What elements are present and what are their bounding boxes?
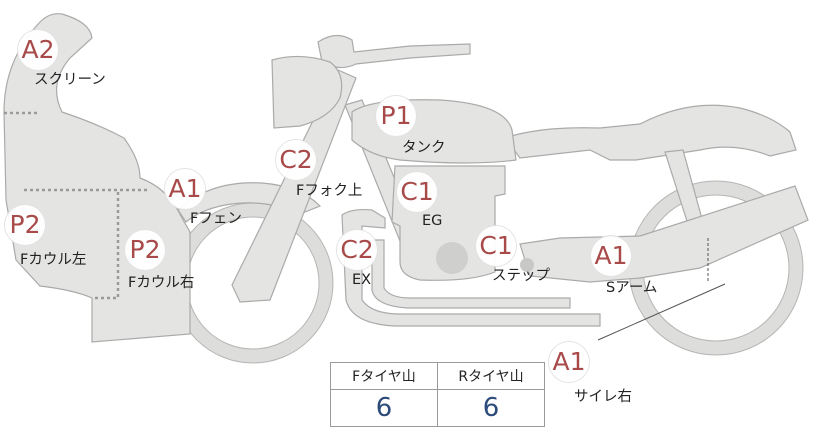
step-grade: C1 [476,226,516,266]
headlight-shape [271,55,343,129]
swingarm-label: Sアーム [606,280,658,296]
cowl-left-label: Fカウル左 [20,252,87,268]
front-fender-grade: A1 [165,169,205,209]
screen-label: スクリーン [34,72,106,88]
tank-label: タンク [402,140,446,156]
fork-shape [231,69,357,303]
step-peg [520,258,534,272]
front-tread-value: 6 [330,389,438,427]
exhaust-shape [341,208,601,327]
tread-depth-table: Fタイヤ山 Rタイヤ山 6 6 [330,362,545,427]
muffler-right-grade: A1 [549,342,589,382]
engine-cover [436,242,468,274]
fork-top-grade: C2 [276,140,316,180]
step-label: ステップ [492,268,550,284]
muffler-right-label: サイレ右 [574,389,632,405]
exhaust-pipe-inner [371,239,571,309]
exhaust-grade: C2 [337,230,377,270]
front-fender-label: Fフェン [190,211,242,227]
cowl-right-grade: P2 [125,230,165,270]
rear-tread-value: 6 [437,389,545,427]
cowl-left-grade: P2 [5,205,45,245]
engine-label: EG [422,213,443,229]
rear-frame-shape [504,104,797,161]
tank-grade: P1 [376,96,416,136]
rear-tread-header: Rタイヤ山 [437,362,545,390]
cowl-right-label: Fカウル右 [128,275,195,291]
engine-grade: C1 [397,172,437,212]
fork-top-label: Fフォク上 [296,183,363,199]
front-tread-header: Fタイヤ山 [330,362,438,390]
swingarm-grade: A1 [591,236,631,276]
exhaust-label: EX [352,272,372,288]
screen-grade: A2 [18,30,58,70]
handlebar-shape [317,34,471,69]
muffler-leader [597,283,726,341]
